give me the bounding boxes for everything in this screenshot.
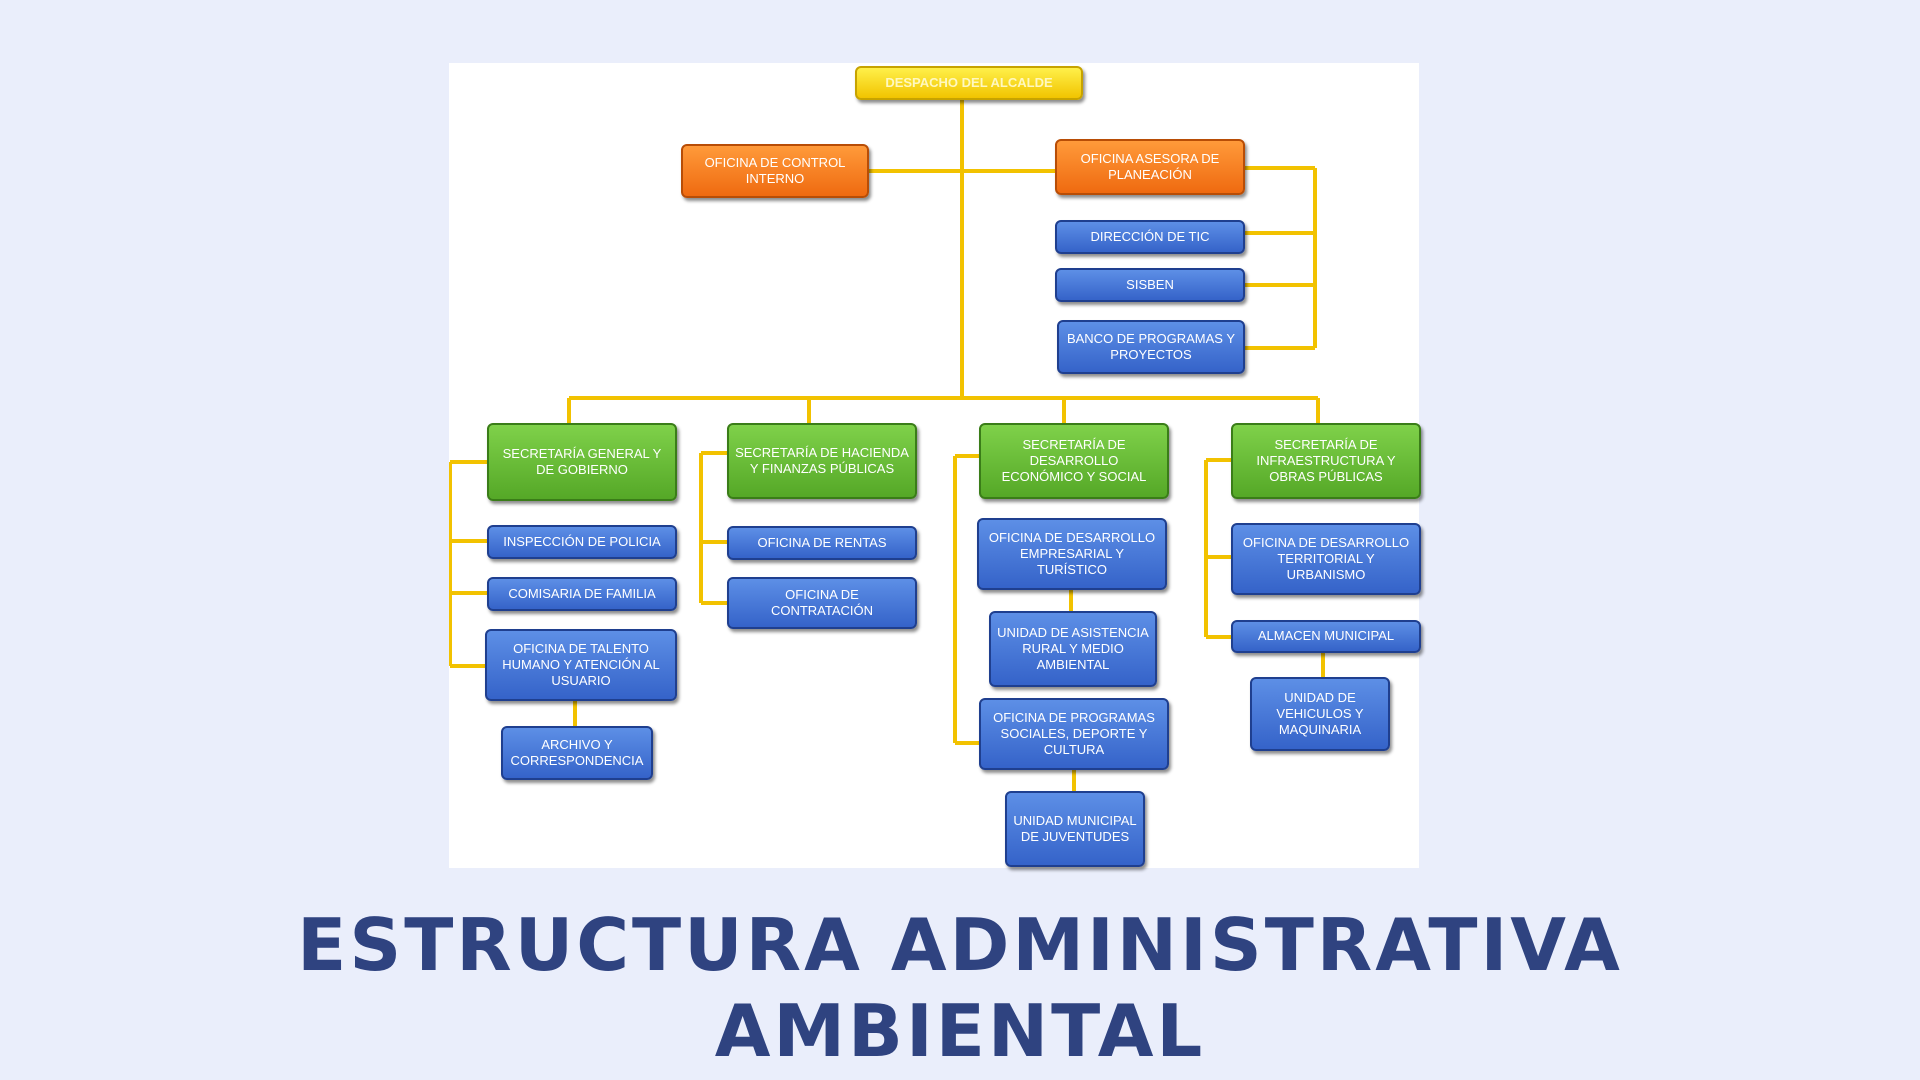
node-unidad-juventudes: UNIDAD MUNICIPAL DE JUVENTUDES [1005, 791, 1145, 867]
node-archivo-correspondencia: ARCHIVO Y CORRESPONDENCIA [501, 726, 653, 780]
page-title-line-2: AMBIENTAL [714, 989, 1206, 1073]
page-title-line-1: ESTRUCTURA ADMINISTRATIVA [297, 903, 1623, 987]
node-oficina-rentas: OFICINA DE RENTAS [727, 526, 917, 560]
node-asesora-planeacion: OFICINA ASESORA DE PLANEACIÓN [1055, 139, 1245, 195]
node-secretaria-desarrollo: SECRETARÍA DE DESARROLLO ECONÓMICO Y SOC… [979, 423, 1169, 499]
node-comisaria-familia: COMISARIA DE FAMILIA [487, 577, 677, 611]
node-banco-programas: BANCO DE PROGRAMAS Y PROYECTOS [1057, 320, 1245, 374]
org-chart-panel: DESPACHO DEL ALCALDE OFICINA DE CONTROL … [449, 63, 1421, 868]
node-direccion-tic: DIRECCIÓN DE TIC [1055, 220, 1245, 254]
node-programas-sociales: OFICINA DE PROGRAMAS SOCIALES, DEPORTE Y… [979, 698, 1169, 770]
node-secretaria-gobierno: SECRETARÍA GENERAL Y DE GOBIERNO [487, 423, 677, 501]
node-oficina-contratacion: OFICINA DE CONTRATACIÓN [727, 577, 917, 629]
page-title: ESTRUCTURA ADMINISTRATIVA AMBIENTAL [0, 902, 1920, 1074]
node-unidad-vehiculos: UNIDAD DE VEHICULOS Y MAQUINARIA [1250, 677, 1390, 751]
node-desarrollo-territorial: OFICINA DE DESARROLLO TERRITORIAL Y URBA… [1231, 523, 1421, 595]
node-secretaria-hacienda: SECRETARÍA DE HACIENDA Y FINANZAS PÚBLIC… [727, 423, 917, 499]
node-inspeccion-policia: INSPECCIÓN DE POLICIA [487, 525, 677, 559]
node-asistencia-rural: UNIDAD DE ASISTENCIA RURAL Y MEDIO AMBIE… [989, 611, 1157, 687]
node-almacen-municipal: ALMACEN MUNICIPAL [1231, 620, 1421, 653]
node-desarrollo-empresarial: OFICINA DE DESARROLLO EMPRESARIAL Y TURÍ… [977, 518, 1167, 590]
node-control-interno: OFICINA DE CONTROL INTERNO [681, 144, 869, 198]
node-talento-humano: OFICINA DE TALENTO HUMANO Y ATENCIÓN AL … [485, 629, 677, 701]
node-secretaria-infraestructura: SECRETARÍA DE INFRAESTRUCTURA Y OBRAS PÚ… [1231, 423, 1421, 499]
node-despacho-alcalde: DESPACHO DEL ALCALDE [855, 66, 1083, 100]
node-sisben: SISBEN [1055, 268, 1245, 302]
